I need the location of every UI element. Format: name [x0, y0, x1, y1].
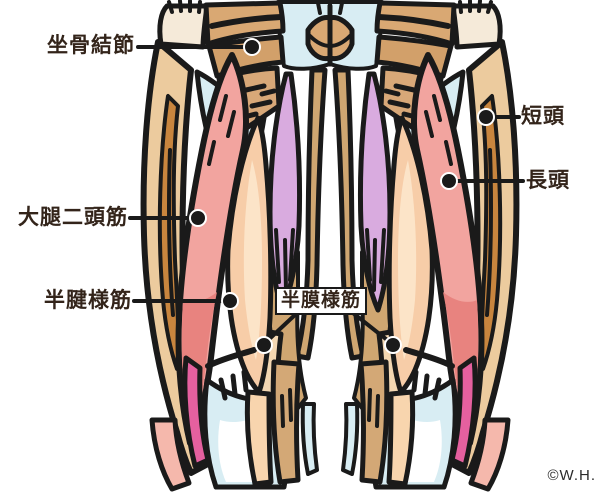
dot-short-head	[477, 108, 495, 126]
label-semimembranosus: 半膜様筋	[275, 287, 368, 315]
label-long-head: 長頭	[526, 169, 570, 192]
dot-biceps-femoris	[189, 209, 207, 227]
dot-long-head	[440, 172, 458, 190]
label-ischial-tuberosity: 坐骨結節	[47, 34, 135, 57]
dot-semitendinosus	[221, 292, 239, 310]
left-leg	[144, 1, 330, 489]
leader-semimembranosus-left	[263, 311, 299, 345]
dot-ischial-tuberosity	[243, 38, 261, 56]
credit-watermark: ©W.H.	[547, 467, 596, 484]
dot-semimembranosus-left	[255, 336, 273, 354]
label-semitendinosus: 半腱様筋	[44, 289, 132, 312]
label-biceps-femoris: 大腿二頭筋	[18, 206, 128, 229]
leader-lines	[128, 45, 525, 345]
marker-dots	[189, 38, 495, 354]
dot-semimembranosus-right	[384, 336, 402, 354]
leader-semimembranosus-right	[351, 311, 393, 345]
right-leg	[330, 1, 516, 489]
label-short-head: 短頭	[521, 105, 565, 128]
